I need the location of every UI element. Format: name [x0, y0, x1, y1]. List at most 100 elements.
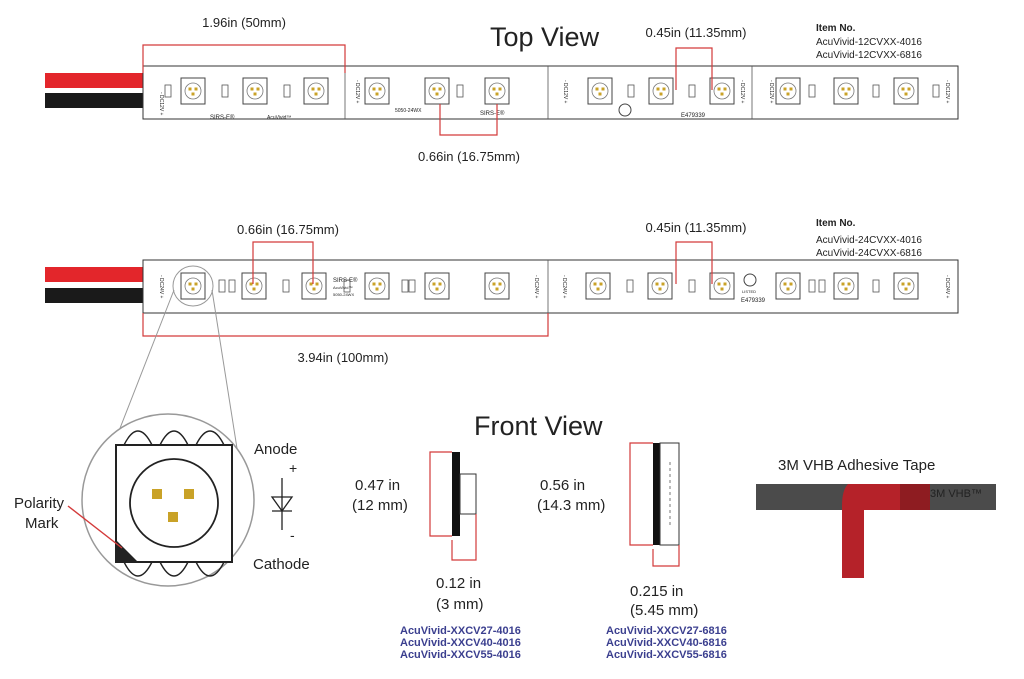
tape-title: 3M VHB Adhesive Tape — [778, 457, 935, 474]
voltage-label: - DC24V + — [533, 275, 539, 299]
thick-inch: 0.12 in — [436, 575, 481, 592]
led-chip — [180, 272, 206, 300]
wire-black — [45, 93, 145, 108]
led-die — [184, 489, 194, 499]
strip-print-cert: E479339 — [741, 298, 766, 304]
led-chip — [242, 77, 268, 105]
model-number: AcuVivid-XXCV27-4016 — [400, 625, 521, 637]
dim-cut-label: 3.94in (100mm) — [297, 350, 388, 365]
resistor-pad — [808, 84, 816, 98]
model-number: AcuVivid-XXCV40-4016 — [400, 637, 521, 649]
resistor-pad — [626, 279, 634, 293]
dim-pitch-b-bracket — [252, 241, 314, 284]
tape-backing — [842, 484, 900, 578]
dim-height-bracket — [629, 442, 653, 546]
dim-pitch-b-label: 0.66in (16.75mm) — [418, 149, 520, 164]
magnifier-source-circle — [172, 265, 214, 307]
item-number: AcuVivid-24CVXX-6816 — [816, 248, 922, 259]
led-chip — [303, 77, 329, 105]
led-chip — [484, 272, 510, 300]
resistor-pad — [872, 84, 880, 98]
led-chip — [241, 272, 267, 300]
item-number: AcuVivid-12CVXX-6816 — [816, 50, 922, 61]
resistor-pad — [401, 279, 409, 293]
led-chip — [648, 77, 674, 105]
dim-pitch-a-bracket — [675, 241, 713, 284]
strip-print-cert: E479339 — [681, 113, 706, 119]
mark-label: Mark — [25, 515, 59, 532]
strip-print-model: 5050-24WX — [395, 108, 422, 114]
resistor-pad — [818, 279, 826, 293]
led-chip — [424, 77, 450, 105]
strip-24v: SIRS-E® AcuVivid™ 5050-24WX LISTED E4793… — [45, 218, 959, 365]
model-number: AcuVivid-XXCV27-6816 — [606, 625, 727, 637]
item-heading: Item No. — [816, 23, 856, 34]
polarity-pointer — [67, 505, 123, 549]
wire-black — [45, 288, 145, 303]
title-front-view: Front View — [474, 411, 603, 441]
strip-print-brand-2: SIRS-E® — [480, 110, 505, 117]
voltage-label: - DC12V + — [158, 92, 164, 116]
voltage-label: - DC12V + — [768, 80, 774, 104]
voltage-label: - DC12V + — [944, 80, 950, 104]
dim-thick-bracket — [652, 545, 680, 567]
led-chip — [364, 77, 390, 105]
resistor-pad — [456, 84, 464, 98]
resistor-pad — [343, 279, 351, 293]
led-chip — [893, 77, 919, 105]
strip-body — [142, 65, 959, 120]
led-die — [168, 512, 178, 522]
led-chip — [587, 77, 613, 105]
led-chip — [180, 77, 206, 105]
thick-mm: (5.45 mm) — [630, 602, 698, 619]
voltage-label: - DC24V + — [561, 275, 567, 299]
led-chip — [775, 77, 801, 105]
led-chip — [484, 77, 510, 105]
voltage-label: - DC24V + — [944, 275, 950, 299]
model-number: AcuVivid-XXCV55-4016 — [400, 649, 521, 661]
led-row-12v — [164, 77, 940, 105]
led-chip — [424, 272, 450, 300]
height-inch: 0.47 in — [355, 477, 400, 494]
item-heading: Item No. — [816, 218, 856, 229]
dim-pitch-a-label: 0.45in (11.35mm) — [646, 25, 747, 40]
led-chip — [709, 272, 735, 300]
front-view-6816: 0.56 in (14.3 mm) 0.215 in (5.45 mm) Acu… — [537, 442, 727, 661]
led-chip — [775, 272, 801, 300]
ul-mark — [743, 273, 757, 287]
strip-print-acu: AcuVivid™ — [333, 285, 353, 290]
led-chip — [585, 272, 611, 300]
resistor-pad — [627, 84, 635, 98]
dim-pitch-a-label: 0.45in (11.35mm) — [646, 220, 747, 235]
resistor-pad — [872, 279, 880, 293]
ul-mark — [618, 103, 632, 117]
dim-pitch-a-bracket — [675, 47, 713, 90]
model-number: AcuVivid-XXCV40-6816 — [606, 637, 727, 649]
led-lens — [129, 458, 219, 548]
led-row-24v — [180, 272, 919, 300]
led-detail: Anode + - Cathode Polarity Mark — [14, 289, 310, 587]
model-number: AcuVivid-XXCV55-6816 — [606, 649, 727, 661]
voltage-label: - DC24V + — [158, 275, 164, 299]
strip-print-model: 5050-24WX — [333, 292, 354, 297]
resistor-pad — [283, 84, 291, 98]
resistor-pad — [218, 279, 226, 293]
front-view-4016: 0.47 in (12 mm) 0.12 in (3 mm) AcuVivid-… — [352, 451, 521, 661]
minus-sign: - — [290, 527, 295, 543]
strip-12v: SIRS-E® AcuVivid™ 5050-24WX SIRS-E® E479… — [45, 15, 959, 164]
wire-red — [45, 73, 145, 88]
tape-brand-print: 3M VHB™ — [930, 488, 982, 500]
thick-mm: (3 mm) — [436, 596, 484, 613]
led-chip — [893, 272, 919, 300]
led-chip — [647, 272, 673, 300]
resistor-pad — [688, 84, 696, 98]
wire-red — [45, 267, 145, 282]
strip-print-brand: SIRS-E® — [333, 277, 358, 284]
dim-pitch-b-bracket — [439, 104, 498, 136]
resistor-pad — [932, 84, 940, 98]
led-chip — [833, 272, 859, 300]
strip-print-listed: LISTED — [742, 289, 756, 294]
resistor-pad — [164, 84, 172, 98]
plus-sign: + — [289, 460, 297, 476]
